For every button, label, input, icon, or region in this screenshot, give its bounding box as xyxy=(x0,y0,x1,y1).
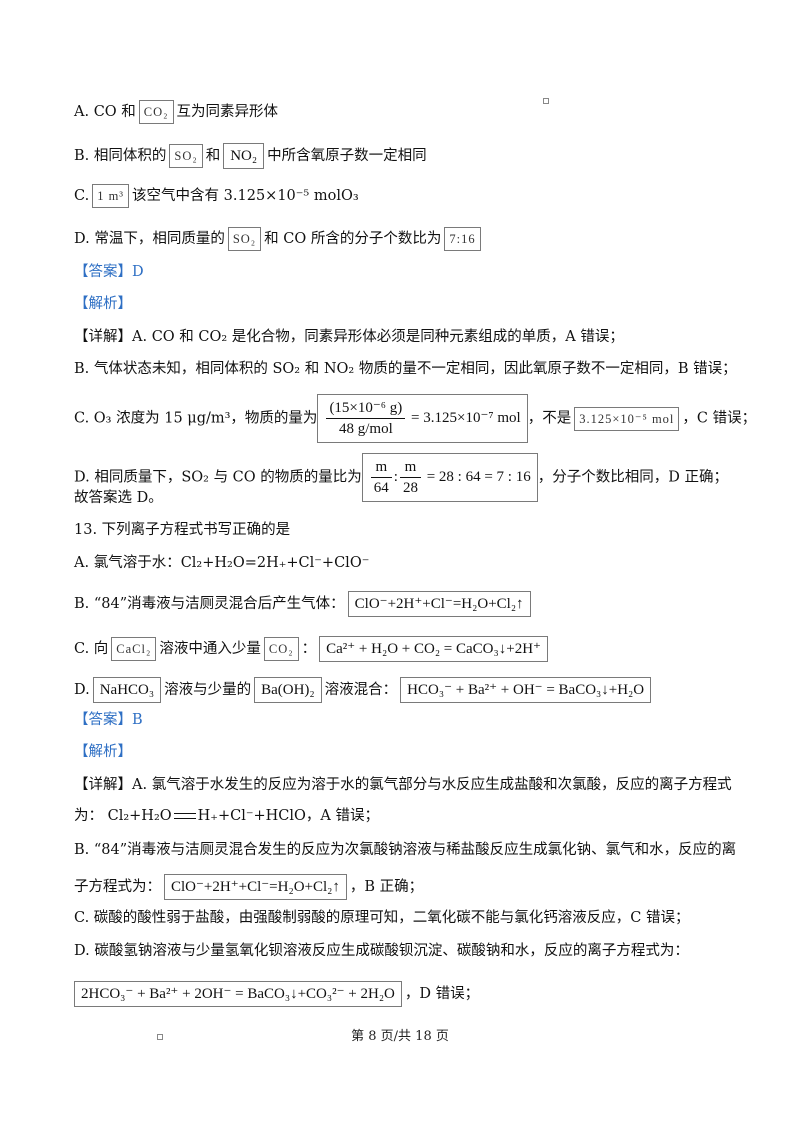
option-text: 溶液与少量的 xyxy=(164,682,252,698)
detail-text: ，分子个数比相同，D 正确； xyxy=(537,469,728,486)
q12-answer: 【答案】D xyxy=(74,264,144,280)
fraction-numerator: m xyxy=(370,457,392,478)
q12-conclusion: 故答案选 D。 xyxy=(74,490,163,506)
q13-option-b: B. “84”消毒液与洁厕灵混合后产生气体：ClO⁻+2H⁺+Cl⁻=H₂O+C… xyxy=(74,591,534,617)
detail-text: ，B 正确； xyxy=(349,879,424,895)
q13-detail-a2: 为： Cl₂+H₂O H₊+Cl⁻+HClO，A 错误； xyxy=(74,806,379,826)
q13-stem: 13. 下列离子方程式书写正确的是 xyxy=(74,522,291,538)
option-text: 该空气中含有 3.125×10⁻⁵ molO₃ xyxy=(132,188,359,204)
formula-box: CO₂ xyxy=(138,100,174,124)
option-text: 互为同素异形体 xyxy=(176,104,279,120)
formula-box: ClO⁻+2H⁺+Cl⁻=H₂O+Cl₂↑ xyxy=(347,591,531,617)
option-text: ： xyxy=(301,641,317,657)
formula-box: Ba(OH)₂ xyxy=(254,677,322,703)
q13-detail-a1: 【详解】A. 氯气溶于水发生的反应为溶于水的氯气部分与水反应生成盐酸和次氯酸，反… xyxy=(74,777,732,793)
formula-box: SO₂ xyxy=(169,144,203,168)
option-text: A. CO 和 xyxy=(74,104,136,120)
fraction: m 28 xyxy=(399,457,421,498)
detail-text: ，D 错误； xyxy=(404,986,480,1002)
formula-box: 1 m³ xyxy=(92,184,130,208)
q12-analysis-label: 【解析】 xyxy=(74,296,132,312)
formula-box: ClO⁻+2H⁺+Cl⁻=H₂O+Cl₂↑ xyxy=(164,874,347,900)
fraction-denominator: 64 xyxy=(373,480,389,496)
option-text: D. 常温下，相同质量的 xyxy=(74,231,225,247)
q12-detail-c: C. O₃ 浓度为 15 μg/m³，物质的量为 (15×10⁻⁶ g) 48 g/… xyxy=(74,394,756,443)
formula-box: NaHCO₃ xyxy=(92,677,162,703)
formula-box: Ca²⁺ + H₂O + CO₂ = CaCO₃↓+2H⁺ xyxy=(319,636,548,662)
option-text: 溶液混合： xyxy=(324,682,398,698)
option-text: 中所含氧原子数一定相同 xyxy=(267,148,427,164)
option-text: 溶液中通入少量 xyxy=(159,641,261,657)
option-text: B. “84”消毒液与洁厕灵混合后产生气体： xyxy=(74,596,345,612)
formula-box: CO₂ xyxy=(263,637,299,661)
fraction-denominator: 28 xyxy=(402,480,418,496)
detail-text: 为： Cl₂+H₂O xyxy=(74,808,172,824)
equation-text: = 3.125×10⁻⁷ mol xyxy=(411,409,521,426)
fraction-denominator: 48 g/mol xyxy=(338,421,393,437)
q12-detail-b: B. 气体状态未知，相同体积的 SO₂ 和 NO₂ 物质的量不一定相同，因此氧原… xyxy=(74,361,737,377)
page-footer: 第 8 页/共 18 页 xyxy=(351,1029,449,1044)
corner-mark xyxy=(157,1034,163,1040)
formula-box: 2HCO₃⁻ + Ba²⁺ + 2OH⁻ = BaCO₃↓+CO₃²⁻ + 2H… xyxy=(74,981,402,1007)
q13-answer: 【答案】B xyxy=(74,712,143,728)
corner-mark xyxy=(543,98,549,104)
q13-detail-c: C. 碳酸的酸性弱于盐酸，由强酸制弱酸的原理可知，二氧化碳不能与氯化钙溶液反应，… xyxy=(74,910,690,926)
formula-box: SO₂ xyxy=(227,227,262,251)
formula-box: 7:16 xyxy=(444,227,481,251)
option-text: C. xyxy=(74,188,90,204)
formula-box: CaCl₂ xyxy=(111,637,157,661)
option-text: 和 xyxy=(205,148,221,164)
equation-text: = 28 : 64 = 7 : 16 xyxy=(426,468,531,485)
q13-detail-d2: 2HCO₃⁻ + Ba²⁺ + 2OH⁻ = BaCO₃↓+CO₃²⁻ + 2H… xyxy=(74,981,479,1007)
q12-detail-a: 【详解】A. CO 和 CO₂ 是化合物，同素异形体必须是同种元素组成的单质，A… xyxy=(74,329,624,345)
detail-text: H₊+Cl⁻+HClO，A 错误； xyxy=(197,808,379,824)
option-text: B. 相同体积的 xyxy=(74,148,167,164)
q13-detail-b2: 子方程式为：ClO⁻+2H⁺+Cl⁻=H₂O+Cl₂↑，B 正确； xyxy=(74,874,423,900)
reversible-arrow-icon xyxy=(173,809,196,823)
option-text: D. xyxy=(74,682,90,698)
q13-detail-d1: D. 碳酸氢钠溶液与少量氢氧化钡溶液反应生成碳酸钡沉淀、碳酸钠和水，反应的离子方… xyxy=(74,943,689,959)
fraction-numerator: m xyxy=(399,457,421,478)
detail-text: C. O₃ 浓度为 15 μg/m³，物质的量为 xyxy=(74,410,318,427)
formula-box: 3.125×10⁻⁵ mol xyxy=(574,406,680,431)
option-text: C. 向 xyxy=(74,641,109,657)
formula-box: NO₂ xyxy=(223,143,265,169)
detail-text: ，不是 xyxy=(527,410,572,427)
detail-text: ，C 错误； xyxy=(682,410,757,427)
option-text: 和 CO 所含的分子个数比为 xyxy=(264,231,442,247)
fraction-numerator: (15×10⁻⁶ g) xyxy=(326,398,406,419)
formula-box: HCO₃⁻ + Ba²⁺ + OH⁻ = BaCO₃↓+H₂O xyxy=(400,677,652,703)
fraction: (15×10⁻⁶ g) 48 g/mol xyxy=(326,398,406,439)
fraction: m 64 xyxy=(370,457,392,498)
formula-box: (15×10⁻⁶ g) 48 g/mol = 3.125×10⁻⁷ mol xyxy=(317,394,528,443)
detail-text: D. 相同质量下，SO₂ 与 CO 的物质的量比为 xyxy=(74,469,362,486)
q13-detail-b1: B. “84”消毒液与洁厕灵混合发生的反应为次氯酸钠溶液与稀盐酸反应生成氯化钠、… xyxy=(74,842,737,858)
detail-text: 子方程式为： xyxy=(74,879,161,895)
q13-option-a: A. 氯气溶于水：Cl₂+H₂O=2H₊+Cl⁻+ClO⁻ xyxy=(74,555,370,571)
q13-analysis-label: 【解析】 xyxy=(74,744,132,760)
